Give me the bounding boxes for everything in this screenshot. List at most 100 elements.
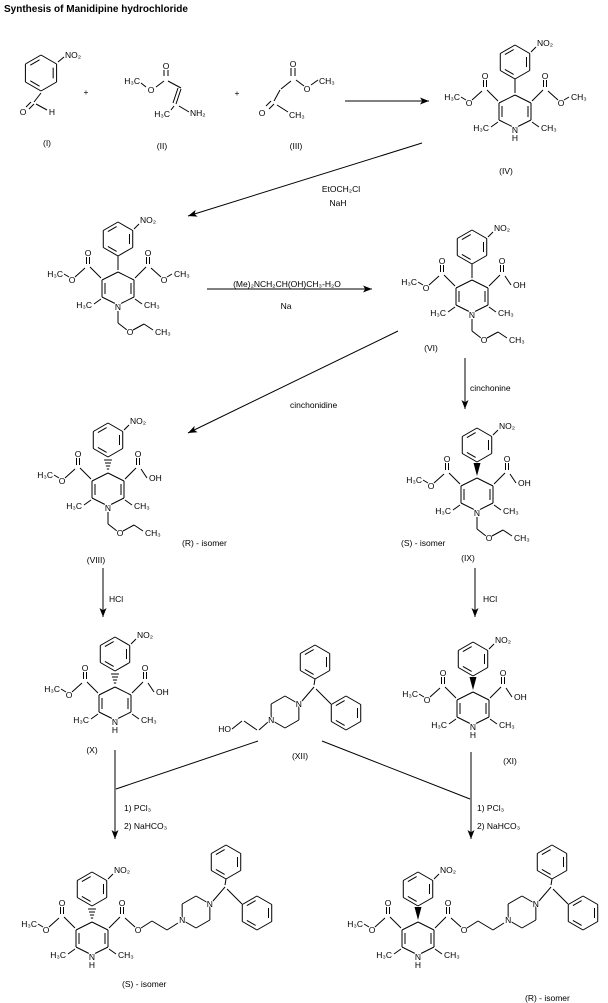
- reagent-na: Na: [281, 301, 292, 311]
- arrow-iv-to-v: [187, 142, 423, 217]
- reaction-arrows: [99, 97, 479, 839]
- atom-label: H₃C: [402, 689, 418, 699]
- atom-label: OH: [156, 687, 169, 697]
- atom-label: HO: [218, 724, 231, 734]
- atom-label: O: [142, 663, 149, 673]
- atom-label: CH₃: [144, 300, 160, 310]
- reagent-nahco3-right: 2) NaHCO₃: [477, 821, 520, 831]
- atom-label: O: [82, 663, 89, 673]
- atom-label: CH₃: [289, 110, 305, 120]
- atom-label: H₃C: [435, 506, 451, 516]
- atom-label: O: [385, 898, 392, 908]
- atom-label: NO₂: [494, 223, 510, 233]
- atom-label: CH₃: [541, 123, 557, 133]
- atom-label: CH₃: [134, 501, 150, 511]
- atom-label: NO₂: [130, 416, 146, 426]
- arrow-vi-to-viii: [187, 330, 399, 434]
- isomer-label-s-product: (S) - isomer: [122, 979, 167, 989]
- atom-label: OH: [518, 478, 531, 488]
- reagent-etoch2cl: EtOCH₂Cl: [322, 184, 360, 194]
- atom-label: O: [119, 898, 126, 908]
- atom-label: O: [59, 476, 66, 486]
- atom-label: H₃C: [21, 919, 37, 929]
- atom-label: CH₃: [174, 269, 190, 279]
- atom-label: H: [470, 730, 476, 740]
- atom-label: N: [469, 310, 475, 320]
- atom-label: CH₃: [514, 533, 530, 543]
- atom-label: N: [89, 952, 95, 962]
- atom-label: O: [423, 283, 430, 293]
- atom-label: O: [75, 449, 82, 459]
- atom-label: N: [470, 722, 476, 732]
- atom-label: H₃C: [37, 470, 53, 480]
- scheme-annotations: (I)+(II)+(III)(IV)EtOCH₂ClNaH(Me)₂NCH₂CH…: [43, 87, 570, 1003]
- atom-label: N: [112, 717, 118, 727]
- atom-label: H₃C: [431, 720, 447, 730]
- atom-label: H₃C: [406, 475, 422, 485]
- atom-label: CH₃: [498, 308, 514, 318]
- atom-label: CH₃: [499, 720, 515, 730]
- compound-label-ix: (IX): [461, 553, 475, 563]
- plus-sign-1: +: [84, 87, 89, 97]
- atom-label: N: [512, 125, 518, 135]
- atom-label: H₃C: [401, 277, 417, 287]
- reagent-cinchonine: cinchonine: [470, 383, 511, 393]
- atom-label: H: [112, 725, 118, 735]
- atom-label: H₃C: [73, 715, 89, 725]
- plus-sign-2: +: [235, 88, 240, 98]
- atom-label: NO₂: [499, 421, 515, 431]
- atom-label: N: [268, 715, 274, 725]
- atom-label: O: [43, 925, 50, 935]
- scheme-title: Synthesis of Manidipine hydrochloride: [4, 4, 188, 15]
- atom-label: O: [259, 108, 266, 118]
- atom-label: O: [127, 327, 134, 337]
- reagent-hcl-right: HCl: [483, 594, 497, 604]
- atom-label: O: [500, 668, 507, 678]
- atom-label: N: [105, 503, 111, 513]
- compound-label-iv: (IV): [499, 166, 513, 176]
- atom-label: O: [542, 71, 549, 81]
- atom-label: O: [486, 533, 493, 543]
- atom-label: OH: [513, 280, 526, 290]
- atom-label: O: [481, 335, 488, 345]
- atom-label: O: [504, 454, 511, 464]
- atom-label: O: [466, 98, 473, 108]
- atom-label: O: [424, 695, 431, 705]
- reagent-nahco3-left: 2) NaHCO₃: [124, 821, 167, 831]
- atom-label: OH: [514, 692, 527, 702]
- compound-label-viii: (VIII): [87, 555, 106, 565]
- isomer-label-ix: (S) - isomer: [401, 538, 446, 548]
- atom-label: O: [461, 925, 468, 935]
- atom-label: N: [533, 899, 539, 909]
- atom-label: O: [482, 71, 489, 81]
- reagent-cinchonidine: cinchonidine: [290, 400, 338, 410]
- compound-label-xi: (XI): [503, 756, 517, 766]
- atom-label: NO₂: [65, 50, 81, 60]
- compound-label-vi: (VI): [424, 343, 438, 353]
- atom-label: H₃C: [66, 501, 82, 511]
- atom-label: N: [115, 302, 121, 312]
- atom-label: O: [290, 59, 297, 69]
- atom-label: O: [135, 925, 142, 935]
- atom-label: H₃C: [347, 919, 363, 929]
- atom-label: O: [439, 256, 446, 266]
- atom-label: H₃C: [76, 300, 92, 310]
- atom-label: N: [207, 899, 213, 909]
- isomer-label-r-product: (R) - isomer: [525, 993, 570, 1003]
- atom-label: CH₃: [141, 715, 157, 725]
- line-xii-to-right-arrow: [321, 740, 471, 800]
- atom-label: H: [89, 960, 95, 970]
- reagent-pcl3-left: 1) PCl₃: [124, 803, 151, 813]
- reagent-pcl3-right: 1) PCl₃: [477, 803, 504, 813]
- atom-label: CH₃: [503, 506, 519, 516]
- atom-label: O: [148, 85, 155, 95]
- atom-label: O: [161, 275, 168, 285]
